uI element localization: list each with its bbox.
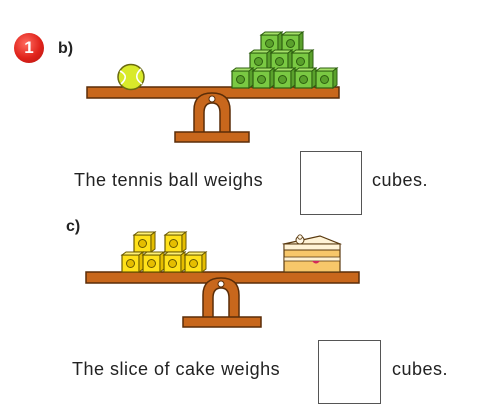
balance-scale-b <box>86 86 340 143</box>
scale-stand-c <box>182 277 262 328</box>
part-c-sentence-end: cubes. <box>392 359 449 379</box>
yellow-cubes-icon <box>121 231 207 273</box>
part-c-sentence-start: The slice of cake weighs <box>72 359 281 379</box>
cake-slice-icon <box>281 234 343 273</box>
scale-stand-b <box>174 92 250 143</box>
part-b-answer-box[interactable] <box>300 151 362 215</box>
part-b-label: b) <box>58 40 74 57</box>
part-b-sentence-end: cubes. <box>372 170 429 190</box>
balance-scale-c <box>85 271 360 328</box>
tennis-ball-icon <box>117 63 145 91</box>
part-c-label: c) <box>66 218 81 235</box>
part-b-sentence-start: The tennis ball weighs <box>74 170 264 190</box>
question-number-badge: 1 <box>14 33 44 63</box>
part-c-answer-box[interactable] <box>318 340 381 404</box>
